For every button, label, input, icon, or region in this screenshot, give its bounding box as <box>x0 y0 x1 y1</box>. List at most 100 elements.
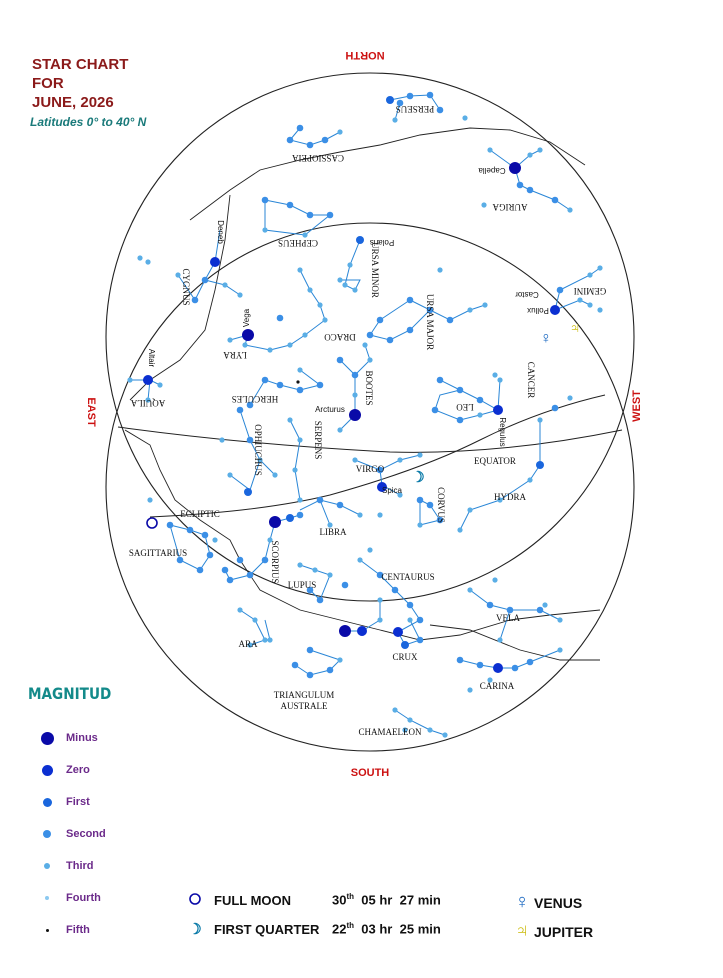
star-dot <box>321 136 329 144</box>
star-dot <box>227 472 233 478</box>
star-dot <box>406 92 414 100</box>
star-dot <box>327 522 333 528</box>
equator-line <box>117 426 623 453</box>
magnitude-dot-icon <box>43 830 51 838</box>
star-dot <box>356 236 364 244</box>
star-dot <box>376 466 384 474</box>
constellation-label-leo: LEO <box>456 402 474 412</box>
star-dot <box>416 636 424 644</box>
star-dot <box>306 586 314 594</box>
magnitude-row-third: Third <box>40 856 200 876</box>
star-dot <box>326 666 334 674</box>
star-dot <box>212 537 218 543</box>
star-dot <box>276 314 284 322</box>
star-label-deneb: Deneb <box>216 220 225 244</box>
star-dot <box>337 427 343 433</box>
equator-label: EQUATOR <box>474 456 516 466</box>
star-dot <box>493 405 503 415</box>
star-dot <box>442 732 448 738</box>
star-dot <box>287 342 293 348</box>
jupiter-legend: ♃ JUPITER <box>510 920 594 943</box>
west-direction-label: WEST <box>631 390 643 422</box>
ecliptic-label: ECLIPTIC <box>180 509 220 519</box>
star-label-capella: Capella <box>478 166 506 175</box>
star-dot <box>436 106 444 114</box>
star-dot <box>226 576 234 584</box>
star-dot <box>467 587 473 593</box>
star-dot <box>352 287 358 293</box>
star-dot <box>557 647 563 653</box>
star-dot <box>476 396 484 404</box>
star-dot <box>306 646 314 654</box>
star-dot <box>287 417 293 423</box>
star-dot <box>506 606 514 614</box>
star-dot <box>426 306 434 314</box>
star-dot <box>206 551 214 559</box>
star-dot <box>352 392 358 398</box>
south-horizon-circle <box>105 222 635 752</box>
magnitude-label: First <box>66 796 90 808</box>
star-dot <box>393 627 403 637</box>
first-quarter-on-chart-icon: ☽ <box>411 469 424 486</box>
star-dot <box>492 577 498 583</box>
milky-way-outline <box>124 127 601 661</box>
ecliptic-line <box>149 394 606 518</box>
star-dot <box>362 342 368 348</box>
star-dot <box>456 416 464 424</box>
constellation-label-cygnus: CYGNUS <box>181 268 191 305</box>
star-dot <box>316 381 324 389</box>
chart-title-line-1: STAR CHART <box>32 56 129 73</box>
jupiter-on-chart-icon: ♃ <box>569 320 581 337</box>
star-dot <box>426 91 434 99</box>
constellation-label-draco: DRACO <box>324 332 356 342</box>
star-dot <box>297 267 303 273</box>
star-dot <box>267 347 273 353</box>
star-dot <box>143 375 153 385</box>
constellation-label-crux: CRUX <box>392 652 418 662</box>
magnitude-dot-icon <box>45 928 49 932</box>
star-dot <box>536 606 544 614</box>
star-label-polaris: Polaris <box>370 238 394 247</box>
constellation-label-carina: CARINA <box>480 681 515 691</box>
constellation-label-cassiopeia: CASSIOPEIA <box>291 153 344 163</box>
stars-layer <box>127 91 603 738</box>
star-dot <box>267 537 273 543</box>
star-dot <box>261 376 269 384</box>
star-dot <box>446 316 454 324</box>
star-dot <box>261 556 269 564</box>
venus-legend: ♀ VENUS <box>510 891 583 914</box>
full-moon-on-chart-icon <box>146 517 158 529</box>
star-dot <box>509 162 521 174</box>
star-dot <box>219 437 225 443</box>
star-dot <box>367 547 373 553</box>
star-dot <box>357 557 363 563</box>
star-dot <box>272 472 278 478</box>
star-dot <box>456 386 464 394</box>
star-dot <box>342 282 348 288</box>
star-dot <box>246 436 254 444</box>
star-dot <box>556 286 564 294</box>
constellation-label-perseus: PERSEUS <box>396 104 435 114</box>
star-dot <box>392 117 398 123</box>
star-dot <box>497 497 503 503</box>
star-dot <box>337 129 343 135</box>
constellation-label-centaurus: CENTAURUS <box>381 572 434 582</box>
constellation-label-hydra: HYDRA <box>494 492 527 502</box>
star-dot <box>550 305 560 315</box>
star-dot <box>236 406 244 414</box>
star-dot <box>186 526 194 534</box>
star-dot <box>196 566 204 574</box>
star-label-pollux: Pollux <box>527 306 549 315</box>
magnitude-dot-icon <box>44 895 50 901</box>
star-dot <box>462 115 468 121</box>
star-dot <box>542 602 548 608</box>
star-dot <box>493 663 503 673</box>
north-direction-label: NORTH <box>345 49 384 61</box>
constellation-label-cancer: CANCER <box>526 362 536 399</box>
star-dot <box>551 404 559 412</box>
constellation-label-ara: ARA <box>238 639 258 649</box>
star-dot <box>487 677 493 683</box>
